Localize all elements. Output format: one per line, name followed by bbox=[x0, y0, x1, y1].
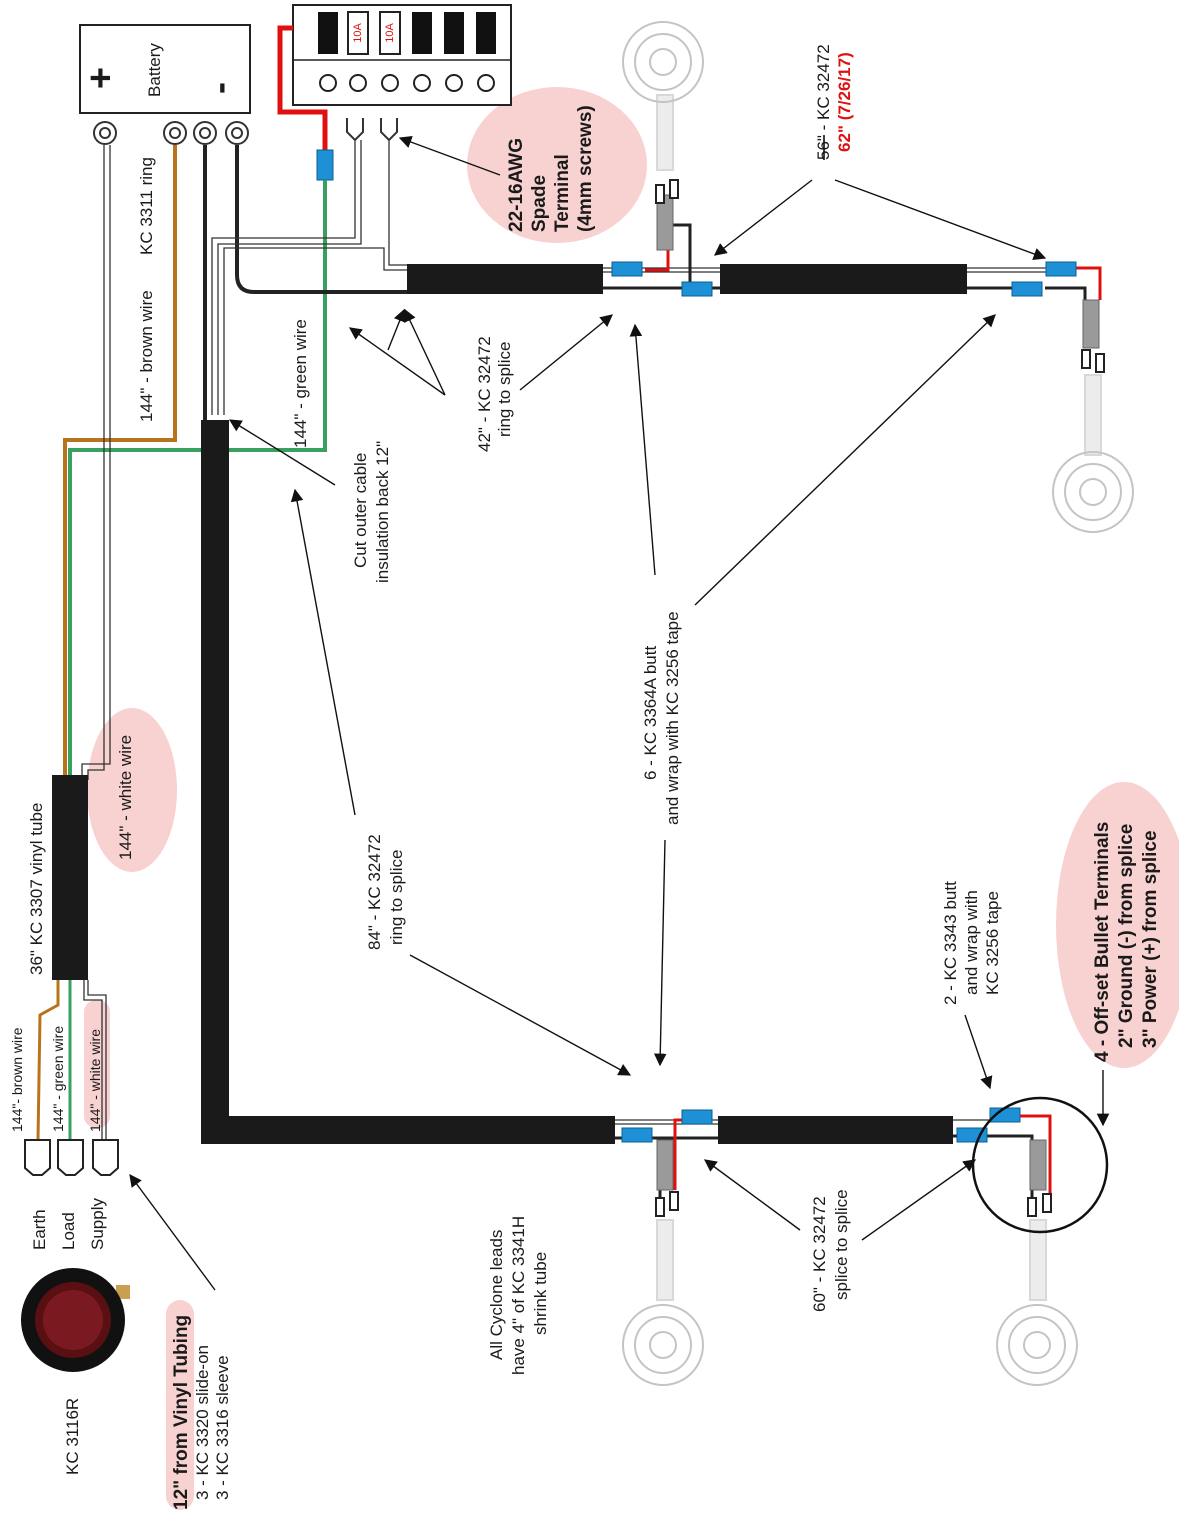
battery-plus: + bbox=[80, 67, 122, 89]
rocker-switch bbox=[21, 1268, 130, 1372]
cyclone-label-3: shrink tube bbox=[531, 1252, 550, 1335]
fuse-2-rating: 10A bbox=[384, 23, 396, 43]
spade-label-1: 22-16AWG bbox=[506, 138, 527, 232]
tubing-label-3: 3 - KC 3316 sleeve bbox=[213, 1355, 232, 1500]
switch-earth-label: Earth bbox=[30, 1209, 49, 1250]
battery-label: Battery bbox=[145, 43, 164, 97]
white-short-label: 144" - white wire bbox=[87, 1029, 103, 1132]
length-56-struck: 56" bbox=[814, 135, 833, 160]
butt2-label-2: and wrap with bbox=[962, 890, 981, 995]
ring84-label-1: 84" - KC 32472 bbox=[365, 834, 384, 950]
main-cable-sheath bbox=[201, 420, 615, 1144]
brown-wire-label: 144" - brown wire bbox=[137, 290, 156, 422]
slide-on-terminals bbox=[24, 1139, 119, 1176]
cyclone-lights bbox=[622, 21, 1134, 1386]
bottom-sheath bbox=[718, 1116, 953, 1144]
length-62-label: 62" (7/26/17) bbox=[835, 52, 854, 152]
top-butt-connectors bbox=[611, 261, 1077, 297]
brown-wire bbox=[63, 145, 177, 775]
white-wire-label: 144" - white wire bbox=[116, 735, 135, 860]
highlight-tubing bbox=[166, 1300, 194, 1510]
highlight-bullet bbox=[1056, 782, 1179, 1068]
cyclone-label-1: All Cyclone leads bbox=[487, 1230, 506, 1360]
cut-label-2: insulation back 12" bbox=[373, 441, 392, 583]
bullet-label-3: 3" Power (+) from splice bbox=[1140, 830, 1161, 1048]
cyclone-label-2: have 4" of KC 3341H bbox=[509, 1216, 528, 1375]
tubing-label-1: 12" from Vinyl Tubing bbox=[171, 1315, 192, 1510]
spade-label-3: Terminal bbox=[552, 154, 573, 232]
bullet-terminals bbox=[655, 179, 1105, 1217]
red-power-lead bbox=[277, 25, 328, 150]
butt2-label-3: KC 3256 tape bbox=[983, 891, 1002, 995]
highlight-blobs bbox=[84, 87, 1179, 1510]
cut-label-1: Cut outer cable bbox=[351, 453, 370, 568]
green-wire-label: 144" - green wire bbox=[291, 319, 310, 448]
battery-minus: - bbox=[199, 82, 240, 94]
ring-42-label-1: 42" - KC 32472 bbox=[475, 336, 494, 452]
green-short-label: 144" - green wire bbox=[50, 1026, 66, 1132]
labels: KC 3311 ring 144" - brown wire 144" - gr… bbox=[9, 44, 1161, 1510]
ring-terminals bbox=[93, 121, 249, 145]
top-sheath-1 bbox=[407, 264, 603, 294]
blue-butt-connector bbox=[316, 149, 334, 181]
white-wires bbox=[81, 140, 410, 780]
switch-model-label: KC 3116R bbox=[63, 1398, 82, 1475]
ring-label: KC 3311 ring bbox=[137, 157, 156, 255]
kc32472-top: - KC 32472 bbox=[814, 44, 833, 135]
bullet-label-2: 2" Ground (-) from splice bbox=[1116, 824, 1137, 1048]
splice60-label-1: 60" - KC 32472 bbox=[810, 1196, 829, 1312]
green-wire bbox=[68, 180, 327, 775]
vinyl-tube bbox=[52, 775, 88, 980]
ring-42-label-2: ring to splice bbox=[495, 342, 514, 437]
butt6-label-1: 6 - KC 3364A butt bbox=[641, 646, 660, 780]
spade-label-4: (4mm screws) bbox=[575, 105, 596, 232]
top-sheath-2 bbox=[720, 264, 967, 294]
ring84-label-2: ring to splice bbox=[387, 850, 406, 945]
black-wire-b bbox=[235, 145, 410, 294]
shrink-tubes bbox=[656, 194, 1100, 1191]
fuse-1-rating: 10A bbox=[352, 23, 364, 43]
splice60-label-2: splice to splice bbox=[832, 1189, 851, 1300]
battery: + Battery - bbox=[79, 24, 251, 114]
callout-arrows bbox=[129, 136, 1110, 1291]
spade-terminals bbox=[346, 118, 398, 142]
vinyl-tube-label: 36" KC 3307 vinyl tube bbox=[27, 803, 46, 975]
spade-label-2: Spade bbox=[529, 175, 550, 232]
brown-short-label: 144"- brown wire bbox=[9, 1027, 25, 1132]
switch-load-label: Load bbox=[59, 1212, 78, 1250]
fuse-block: 10A 10A bbox=[292, 4, 512, 106]
length-56-label: 56" - KC 32472 bbox=[814, 44, 833, 160]
switch-leads bbox=[36, 980, 107, 1141]
bullet-label-1: 4 - Off-set Bullet Terminals bbox=[1092, 822, 1113, 1062]
bottom-butt-connectors bbox=[621, 1107, 1021, 1143]
tubing-label-2: 3 - KC 3320 slide-on bbox=[193, 1345, 212, 1500]
butt2-label-1: 2 - KC 3343 butt bbox=[941, 881, 960, 1005]
highlight-spade bbox=[467, 87, 647, 243]
switch-supply-label: Supply bbox=[88, 1198, 107, 1250]
highlight-white-short bbox=[84, 1000, 110, 1128]
butt6-label-2: and wrap with KC 3256 tape bbox=[663, 611, 682, 825]
